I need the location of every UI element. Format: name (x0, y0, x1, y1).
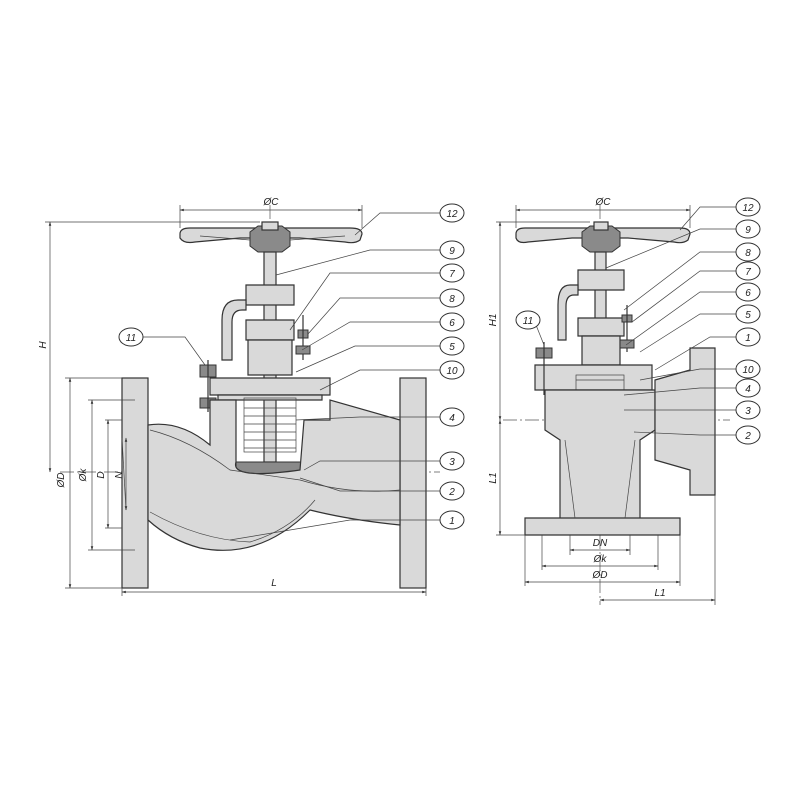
svg-text:12: 12 (742, 203, 754, 214)
side-callout-6: 6 (735, 282, 761, 302)
callout-3: 3 (439, 451, 465, 471)
side-dimensions: ØC H1 L1 DN Øk ØD (488, 197, 716, 605)
side-callouts: 12 9 8 7 6 5 1 (515, 197, 761, 445)
svg-text:7: 7 (745, 267, 751, 278)
callout-9: 9 (439, 240, 465, 260)
side-body (524, 347, 716, 536)
svg-text:1: 1 (745, 333, 751, 344)
svg-text:5: 5 (745, 310, 751, 321)
dim-l1-horizontal: L1 (654, 588, 665, 599)
bonnet-flange (209, 377, 331, 396)
side-dim-oc: ØC (595, 197, 612, 208)
handwheel (179, 221, 363, 253)
callout-6: 6 (439, 312, 465, 332)
svg-text:11: 11 (126, 333, 136, 344)
svg-text:12: 12 (446, 209, 458, 220)
callout-5: 5 (439, 336, 465, 356)
svg-text:9: 9 (745, 225, 751, 236)
callout-12: 12 (439, 203, 465, 223)
side-leaders (533, 206, 736, 436)
side-callout-12: 12 (735, 197, 761, 217)
dim-l: L (271, 578, 277, 589)
dim-oc: ØC (263, 197, 280, 208)
svg-text:7: 7 (449, 269, 455, 280)
side-callout-1: 1 (735, 327, 761, 347)
svg-text:10: 10 (742, 365, 754, 376)
gland-bolt (295, 315, 311, 360)
svg-text:4: 4 (745, 384, 751, 395)
side-callout-5: 5 (735, 304, 761, 324)
front-callouts: 12 9 7 8 6 5 1 (118, 203, 465, 530)
packing-box (247, 339, 293, 376)
dim-od: ØD (56, 473, 67, 489)
yoke (221, 284, 295, 361)
svg-text:2: 2 (744, 431, 751, 442)
bellows (243, 397, 297, 453)
svg-text:8: 8 (449, 294, 455, 305)
right-flange (399, 377, 427, 589)
svg-text:8: 8 (745, 248, 751, 259)
side-bonnet (534, 364, 653, 391)
callout-7: 7 (439, 263, 465, 283)
valve-body (121, 377, 427, 589)
svg-text:3: 3 (745, 406, 751, 417)
side-callout-11: 11 (515, 310, 541, 330)
dim-h: H (38, 341, 49, 349)
svg-text:3: 3 (449, 457, 455, 468)
svg-text:6: 6 (449, 318, 455, 329)
side-callout-7: 7 (735, 261, 761, 281)
bonnet-bolt (199, 360, 217, 412)
svg-text:1: 1 (449, 516, 455, 527)
dim-n: N (114, 471, 125, 479)
dim-d: D (96, 471, 107, 478)
dim-l1-vertical: L1 (488, 472, 499, 483)
dim-ok: Øk (78, 468, 89, 483)
side-dim-ok: Øk (593, 554, 608, 565)
side-callout-4: 4 (735, 378, 761, 398)
side-callout-3: 3 (735, 400, 761, 420)
side-callout-9: 9 (735, 219, 761, 239)
callout-4: 4 (439, 407, 465, 427)
front-view: ØC H ØD Øk D N (38, 197, 465, 596)
front-leaders (143, 212, 440, 541)
callout-10: 10 (439, 360, 465, 380)
callout-8: 8 (439, 288, 465, 308)
side-yoke (557, 269, 625, 341)
svg-text:10: 10 (446, 366, 458, 377)
svg-text:9: 9 (449, 246, 455, 257)
side-handwheel (515, 221, 691, 253)
side-bottom-flange (524, 517, 681, 536)
dim-h1: H1 (488, 314, 499, 327)
side-packing (581, 335, 621, 366)
dim-dn: DN (593, 538, 608, 549)
side-view: ØC H1 L1 DN Øk ØD (488, 197, 761, 605)
side-dim-od: ØD (592, 570, 608, 581)
side-bonnet-bolt (535, 342, 553, 395)
callout-1: 1 (439, 510, 465, 530)
front-dimensions: ØC H ØD Øk D N (38, 197, 427, 596)
svg-text:6: 6 (745, 288, 751, 299)
side-callout-2: 2 (735, 425, 761, 445)
svg-text:5: 5 (449, 342, 455, 353)
callout-11: 11 (118, 327, 144, 347)
callout-2: 2 (439, 481, 465, 501)
svg-text:11: 11 (523, 316, 533, 327)
side-callout-10: 10 (735, 359, 761, 379)
svg-text:2: 2 (448, 487, 455, 498)
side-callout-8: 8 (735, 242, 761, 262)
svg-text:4: 4 (449, 413, 455, 424)
